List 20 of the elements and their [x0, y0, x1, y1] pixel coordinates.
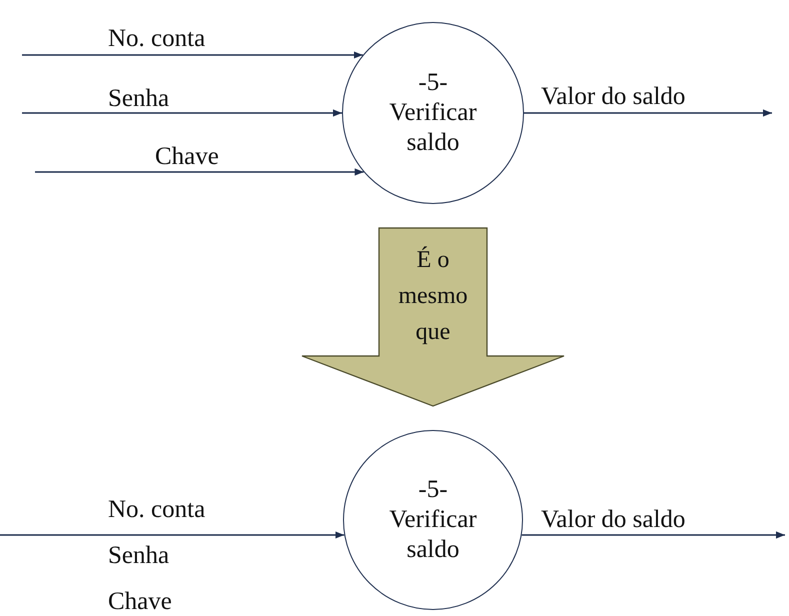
process-name: Verificar saldo: [388, 98, 478, 158]
arrow: [22, 109, 342, 117]
process-circle: [342, 22, 524, 204]
arrow: [0, 531, 344, 539]
edge-label: Chave: [155, 142, 219, 172]
arrow: [522, 531, 785, 539]
edge-label: No. conta Senha Chave: [108, 495, 206, 616]
process-circle: [343, 430, 523, 610]
edge-label: Valor do saldo: [541, 505, 686, 535]
arrow: [35, 168, 364, 176]
process-name: Verificar saldo: [388, 505, 478, 565]
arrow: [524, 109, 772, 117]
process-number: -5-: [418, 68, 448, 98]
arrow-text: É o mesmo que: [397, 245, 469, 347]
edge-label: Senha: [108, 84, 170, 114]
edge-label: Valor do saldo: [541, 82, 686, 112]
block-arrow: [301, 227, 565, 407]
arrow: [22, 51, 363, 59]
process-number: -5-: [418, 475, 448, 505]
edge-label: No. conta: [108, 24, 206, 54]
